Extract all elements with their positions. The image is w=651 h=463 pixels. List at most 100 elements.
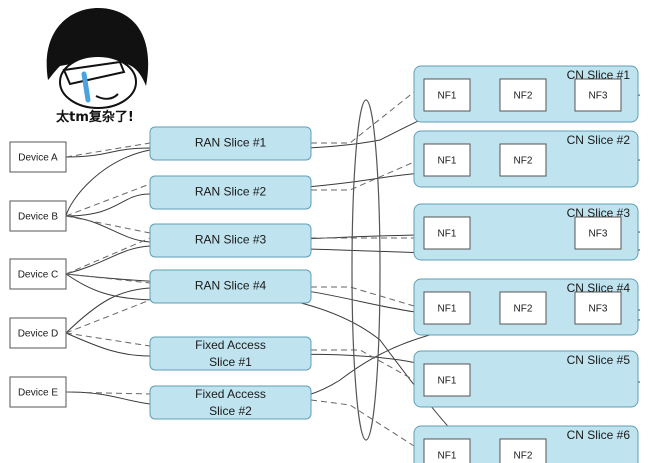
network-function-nf2: NF2	[499, 143, 547, 177]
meme-mouth	[95, 93, 119, 100]
dashed-connection	[65, 332, 151, 347]
slice-label: Fixed Access	[195, 387, 266, 401]
network-function-nf2: NF2	[499, 438, 547, 463]
device-box	[9, 258, 67, 290]
solid-connection	[65, 273, 161, 301]
slice-box	[149, 175, 312, 210]
interconnect-ellipse	[351, 99, 381, 441]
slice-label: RAN Slice #1	[195, 136, 267, 150]
nf-label: NF1	[438, 91, 457, 102]
nf-box	[423, 78, 471, 112]
dashed-connection	[311, 349, 415, 381]
nf-label: NF1	[438, 156, 457, 167]
nf-label: NF1	[438, 229, 457, 240]
device-label: Device B	[18, 212, 58, 223]
device-box	[9, 141, 67, 173]
slice-label: RAN Slice #3	[195, 233, 267, 247]
dashed-connection	[65, 237, 151, 275]
dashed-connection	[65, 142, 151, 158]
nf-box	[423, 143, 471, 177]
cn-slice-cn6: CN Slice #6 NF1 NF2	[413, 425, 639, 463]
nf-label: NF1	[438, 304, 457, 315]
cn-slice-cn5: CN Slice #5 NF1	[413, 350, 639, 408]
nf-box	[423, 291, 471, 325]
nf-box	[499, 78, 547, 112]
nf-box	[574, 291, 622, 325]
access-slice-ran3: RAN Slice #3	[149, 223, 312, 258]
nf-box	[574, 216, 622, 250]
nf-box	[423, 363, 471, 397]
nf-box	[574, 78, 622, 112]
nf-label: NF1	[438, 451, 457, 462]
dashed-connection	[311, 286, 415, 307]
devices: Device A Device B Device C Device D Device E	[9, 141, 67, 408]
dashed-connection	[65, 273, 151, 284]
crying-meme-face-icon	[46, 8, 149, 109]
access-slice-ran4: RAN Slice #4	[149, 269, 312, 304]
slice-label: CN Slice #5	[567, 353, 631, 367]
device-box	[9, 317, 67, 349]
device-e: Device E	[9, 376, 67, 408]
network-function-nf3: NF3	[574, 216, 622, 250]
cn-slice-cn2: CN Slice #2 NF1 NF2	[413, 130, 639, 188]
slice-box	[149, 223, 312, 258]
dashed-connection	[65, 299, 151, 334]
access-slices: RAN Slice #1 RAN Slice #2 RAN Slice #3 RAN …	[149, 126, 312, 420]
device-label: Device C	[18, 270, 59, 281]
solid-connection	[65, 149, 151, 217]
slice-label: Slice #1	[209, 355, 252, 369]
slice-label: CN Slice #2	[567, 133, 631, 147]
dashed-connection	[65, 183, 151, 217]
network-function-nf1: NF1	[423, 78, 471, 112]
network-function-nf3: NF3	[574, 78, 622, 112]
meme-hand	[62, 60, 126, 86]
nf-label: NF2	[514, 304, 533, 315]
network-function-nf2: NF2	[499, 291, 547, 325]
slice-label: Fixed Access	[195, 338, 266, 352]
nf-box	[423, 216, 471, 250]
device-d: Device D	[9, 317, 67, 349]
dashed-connection	[310, 399, 415, 447]
nf-box	[499, 143, 547, 177]
slice-box	[149, 385, 312, 420]
device-label: Device E	[18, 388, 58, 399]
slice-label: RAN Slice #2	[195, 185, 267, 199]
nf-label: NF1	[438, 376, 457, 387]
nf-label: NF3	[589, 304, 608, 315]
network-function-nf1: NF1	[423, 363, 471, 397]
network-function-nf2: NF2	[499, 78, 547, 112]
access-slice-ran1: RAN Slice #1	[149, 126, 312, 161]
slice-label: CN Slice #6	[567, 428, 631, 442]
meme-hair	[46, 8, 149, 86]
nf-label: NF2	[514, 451, 533, 462]
nf-box	[499, 438, 547, 463]
nf-label: NF2	[514, 156, 533, 167]
nf-box	[499, 291, 547, 325]
network-function-nf1: NF1	[423, 216, 471, 250]
dashed-connection	[311, 161, 415, 191]
device-a: Device A	[9, 141, 67, 173]
network-function-nf1: NF1	[423, 438, 471, 463]
device-box	[9, 376, 67, 408]
dashed-connection	[311, 91, 415, 144]
device-label: Device A	[18, 153, 58, 164]
access-slice-ran2: RAN Slice #2	[149, 175, 312, 210]
device-b: Device B	[9, 200, 67, 232]
slice-label: RAN Slice #4	[195, 279, 267, 293]
slice-box	[149, 126, 312, 161]
nf-box	[423, 438, 471, 463]
slice-box	[149, 336, 312, 371]
meme-tear	[81, 71, 91, 103]
nf-label: NF2	[514, 91, 533, 102]
slice-label: Slice #2	[209, 404, 252, 418]
transport-ellipse	[351, 99, 381, 441]
slice-box	[149, 269, 312, 304]
network-function-nf1: NF1	[423, 143, 471, 177]
nf-label: NF3	[589, 91, 608, 102]
